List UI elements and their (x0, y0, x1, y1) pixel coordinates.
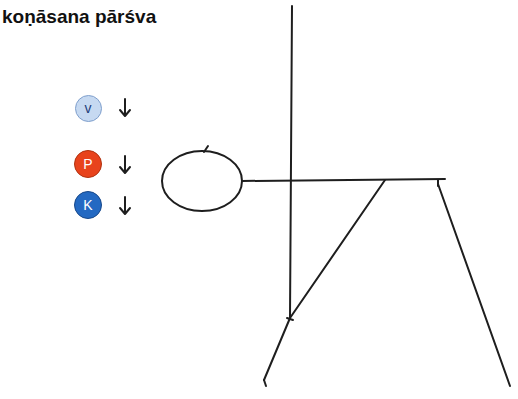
dosha-circle: K (74, 191, 102, 219)
down-arrow (120, 197, 130, 214)
dosha-circle: P (74, 150, 102, 178)
down-arrow (120, 156, 130, 173)
dosha-letter: P (83, 157, 92, 171)
stick-figure (162, 6, 510, 386)
pose-title: koṇāsana pārśva (2, 6, 156, 28)
dosha-circle: v (75, 95, 102, 122)
down-arrow (120, 99, 130, 116)
dosha-letter: v (85, 101, 92, 115)
dosha-letter: K (83, 198, 92, 212)
